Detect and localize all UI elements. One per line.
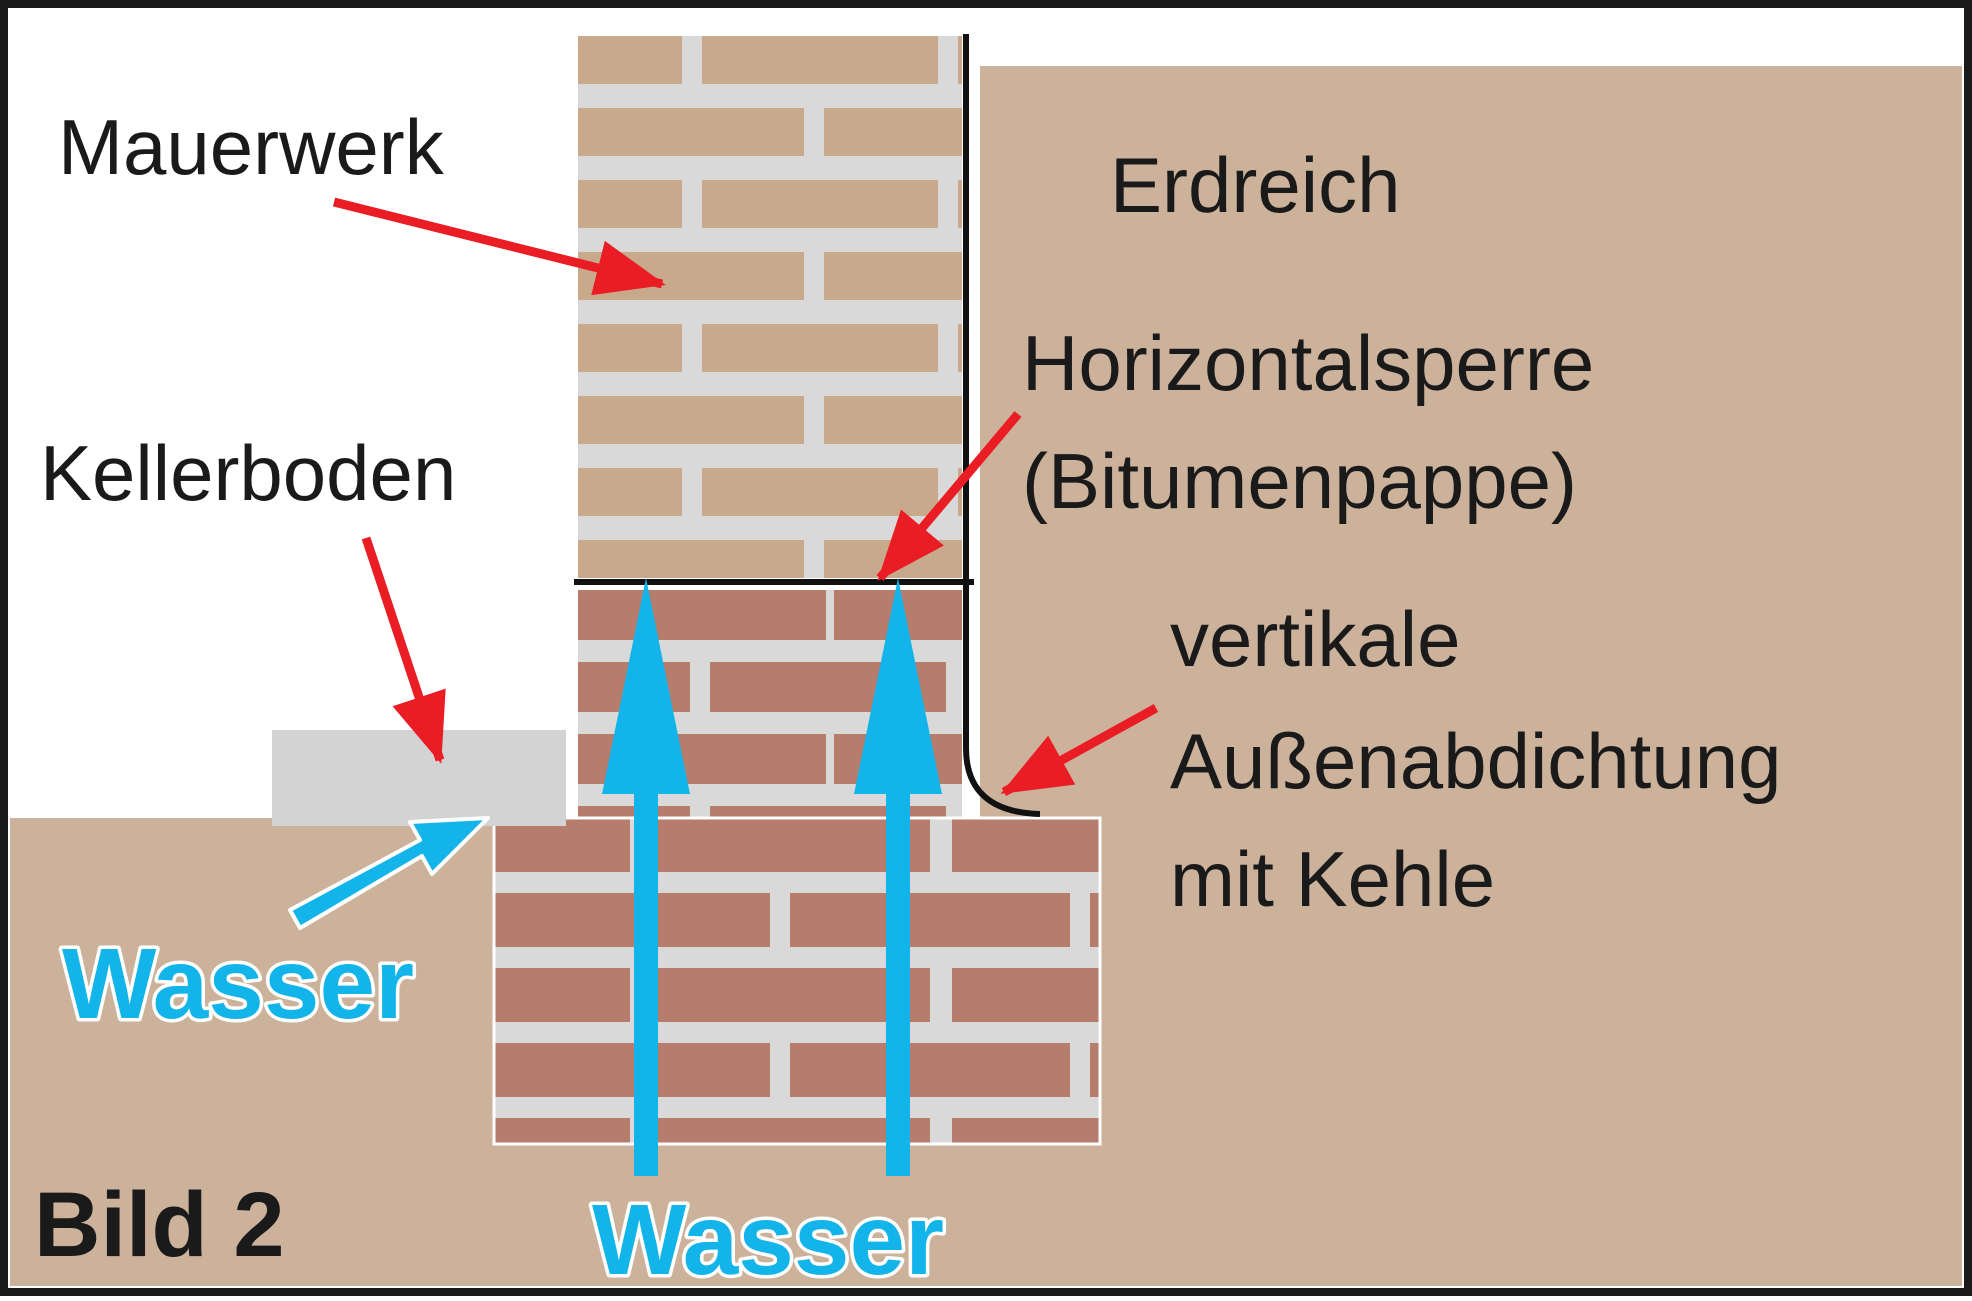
label-masonry: Mauerwerk: [58, 103, 445, 191]
label-vertical-seal-1: vertikale: [1170, 595, 1460, 683]
upper-masonry: [578, 36, 962, 578]
foundation: [492, 816, 1102, 1146]
label-horizontal-barrier-1: Horizontalsperre: [1022, 319, 1594, 407]
figure-caption: Bild 2: [34, 1174, 284, 1276]
water-arrow-rising-1: [602, 578, 690, 1176]
water-arrow-rising-2: [854, 578, 942, 1176]
arrow-to-masonry: [332, 197, 666, 296]
water-arrow-left: [288, 816, 490, 930]
vertical-seal-line: [963, 34, 1041, 817]
label-vertical-seal-3: mit Kehle: [1170, 835, 1495, 923]
label-water-left: Wasser: [62, 928, 414, 1040]
arrow-to-vertical-seal: [1000, 704, 1159, 796]
cellar-floor-slab: [272, 730, 566, 826]
arrow-to-barrier: [876, 411, 1022, 582]
label-water-bottom: Wasser: [592, 1184, 944, 1296]
label-soil: Erdreich: [1110, 141, 1400, 229]
label-cellar-floor: Kellerboden: [40, 429, 456, 517]
label-horizontal-barrier-2: (Bitumenpappe): [1022, 437, 1577, 525]
arrow-to-cellar-floor: [361, 536, 446, 764]
label-vertical-seal-2: Außenabdichtung: [1170, 717, 1781, 805]
